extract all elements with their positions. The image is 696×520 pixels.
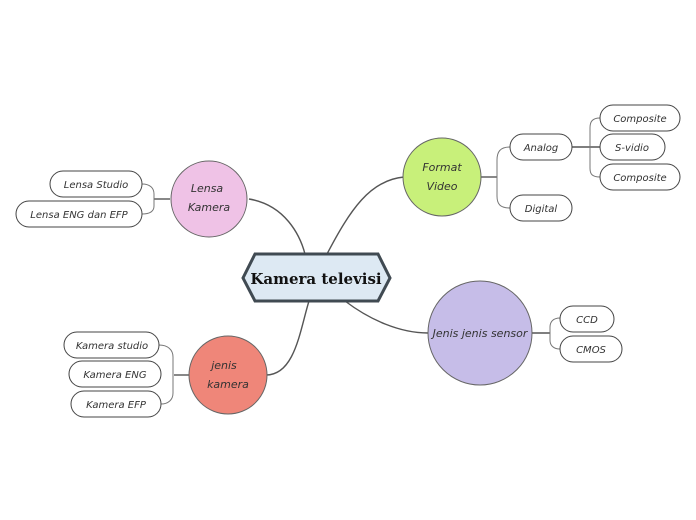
central-topic[interactable]: Kamera televisi (241, 252, 392, 303)
subtopic-composite-2-box (599, 163, 681, 191)
topic-jenis-sensor-circle (427, 280, 533, 386)
subtopic-s-vidio[interactable]: S-vidio (599, 133, 666, 161)
subtopic-digital-label: Digital (525, 204, 558, 215)
subtopic-composite-1-label: Composite (613, 114, 666, 125)
subtopic-cmos-label: CMOS (576, 345, 606, 356)
central-hexagon (241, 252, 392, 303)
subtopic-lensa-studio[interactable]: Lensa Studio (49, 170, 143, 198)
subtopic-lensa-eng-efp-label: Lensa ENG dan EFP (30, 210, 128, 221)
topic-lensa-kamera-line2: Kamera (188, 201, 231, 214)
topic-jenis-kamera-line1: jenis (209, 359, 237, 372)
subtopic-kamera-studio-box (63, 331, 160, 359)
link-central-jenis (265, 300, 310, 376)
subtopic-kamera-studio-label: Kamera studio (76, 341, 148, 352)
topic-jenis-sensor[interactable]: Jenis jenis sensor (427, 280, 533, 386)
subtopic-composite-2-label: Composite (613, 173, 666, 184)
subtopic-analog-label: Analog (523, 143, 559, 154)
topic-jenis-sensor-label: Jenis jenis sensor (431, 327, 529, 340)
topic-lensa-kamera-line1: Lensa (191, 182, 224, 195)
topic-lensa-kamera-circle (170, 160, 248, 238)
subtopic-lensa-studio-label: Lensa Studio (64, 180, 128, 191)
subtopic-digital-box (509, 194, 573, 222)
subtopic-ccd-box (559, 305, 615, 333)
topic-format-video-circle (402, 137, 482, 217)
subtopic-kamera-studio[interactable]: Kamera studio (63, 331, 160, 359)
subtopic-lensa-eng-efp-box (15, 200, 143, 228)
subtopic-ccd[interactable]: CCD (559, 305, 615, 333)
subtopic-kamera-efp-box (70, 390, 162, 418)
link-sensor-bracket (549, 317, 561, 350)
subtopic-kamera-efp[interactable]: Kamera EFP (70, 390, 162, 418)
topic-format-video-line1: Format (422, 161, 462, 174)
subtopic-kamera-eng[interactable]: Kamera ENG (68, 360, 162, 388)
subtopic-lensa-studio-box (49, 170, 143, 198)
link-central-format (326, 176, 405, 255)
subtopic-composite-2[interactable]: Composite (599, 163, 681, 191)
subtopic-cmos[interactable]: CMOS (559, 335, 623, 363)
topic-format-video-line2: Video (426, 180, 457, 193)
topic-lensa-kamera[interactable]: Lensa Kamera (170, 160, 248, 238)
subtopic-kamera-eng-box (68, 360, 162, 388)
topic-jenis-kamera[interactable]: jenis kamera (188, 335, 268, 415)
link-central-lensa (248, 198, 306, 255)
subtopic-cmos-box (559, 335, 623, 363)
topic-jenis-kamera-line2: kamera (207, 378, 249, 391)
central-label: Kamera televisi (250, 270, 382, 288)
link-central-sensor (344, 300, 429, 334)
subtopic-digital[interactable]: Digital (509, 194, 573, 222)
subtopic-kamera-efp-label: Kamera EFP (86, 400, 147, 411)
topic-format-video[interactable]: Format Video (402, 137, 482, 217)
topic-jenis-kamera-circle (188, 335, 268, 415)
link-lensa-bracket (141, 183, 155, 215)
subtopic-s-vidio-label: S-vidio (615, 143, 649, 154)
subtopic-lensa-eng-efp[interactable]: Lensa ENG dan EFP (15, 200, 143, 228)
link-jenis-bracket (158, 344, 174, 405)
subtopic-composite-1[interactable]: Composite (599, 104, 681, 132)
subtopic-analog[interactable]: Analog (509, 133, 573, 161)
link-format-bracket (496, 146, 511, 209)
subtopic-s-vidio-box (599, 133, 666, 161)
subtopic-composite-1-box (599, 104, 681, 132)
subtopic-ccd-label: CCD (576, 315, 598, 326)
subtopic-kamera-eng-label: Kamera ENG (83, 370, 146, 381)
subtopic-analog-box (509, 133, 573, 161)
link-analog-bracket (589, 117, 601, 178)
